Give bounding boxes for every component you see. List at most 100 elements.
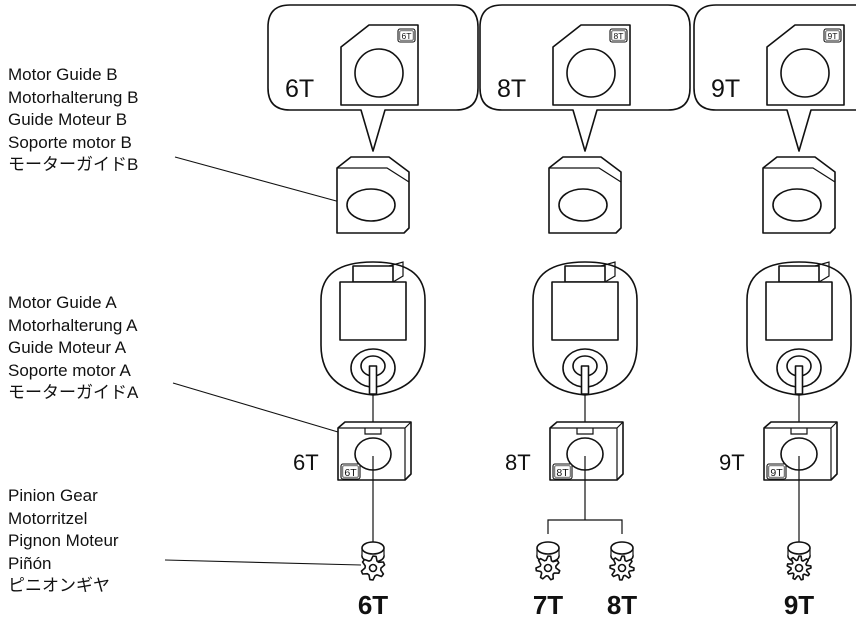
motor-label-plate — [765, 281, 833, 341]
callout-size-text: 8T — [497, 75, 526, 103]
size-tag-b-text: 9T — [828, 31, 838, 41]
size-tag-a-text: 6T — [344, 467, 357, 479]
size-tag-b-text: 8T — [614, 31, 624, 41]
size-tag-a-box — [340, 463, 361, 480]
size-tag-a-text: 9T — [770, 467, 783, 479]
label-line: Guide Moteur B — [8, 110, 128, 129]
guide-b-hole — [558, 188, 608, 222]
guide-b-hole — [772, 188, 822, 222]
motor-guide-a: 6T — [337, 421, 412, 481]
size-tag-a-text: 8T — [556, 467, 569, 479]
size-tag-a-box — [552, 463, 573, 480]
size-tag-b-box — [609, 28, 628, 43]
motor-label-plate — [339, 281, 407, 341]
label-line: Pignon Moteur — [8, 531, 119, 550]
motor-tab-edge — [388, 261, 404, 283]
gear-bore — [368, 563, 378, 573]
guide-b-edge — [763, 167, 836, 183]
motor-shaft — [580, 365, 590, 395]
size-tag-a: 6T — [340, 463, 361, 480]
gear-bracket-line — [547, 456, 623, 534]
gear-size-label: 8T — [607, 590, 637, 620]
pinion-gear-label: Pinion Gear Motorritzel Pignon Moteur Pi… — [8, 485, 119, 598]
size-tag-b-inner-box — [399, 30, 414, 41]
motor-guide-b — [762, 156, 836, 234]
label-line: ピニオンギヤ — [8, 576, 110, 595]
pinion-gear-8T — [609, 541, 635, 581]
guide-a-edge — [338, 421, 412, 480]
guide-b-hole — [346, 188, 396, 222]
size-tag-a-inner-box — [342, 465, 359, 478]
label-line: Motor Guide A — [8, 293, 117, 312]
gear-bore — [794, 563, 804, 573]
gear-boss-top — [361, 541, 385, 555]
guide-b-face-hole — [566, 48, 616, 98]
motor-guide-a: 8T — [549, 421, 624, 481]
guide-a-size-text: 6T — [293, 450, 319, 475]
size-tag-a-inner-box — [554, 465, 571, 478]
label-line: Motorhalterung B — [8, 87, 139, 107]
motor — [746, 261, 852, 422]
label-line: モーターガイドB — [8, 155, 139, 174]
motor-top-tab — [564, 265, 606, 283]
guide-a-edge — [550, 421, 624, 480]
gear-size-label: 9T — [784, 590, 814, 620]
label-line: Motorhalterung A — [8, 315, 138, 335]
motor — [320, 261, 426, 422]
motor-guide-b — [548, 156, 622, 234]
motor — [532, 261, 638, 422]
label-line: Motor Guide B — [8, 65, 118, 84]
motor-guide-a: 9T — [763, 421, 838, 481]
gear-size-label: 6T — [358, 590, 388, 620]
gear-bore — [543, 563, 553, 573]
size-tag-b: 8T — [609, 28, 628, 43]
gear-boss-top — [610, 541, 634, 555]
label-line: Guide Moteur A — [8, 338, 127, 357]
size-tag-b-inner-box — [825, 30, 840, 41]
callout-size-text: 6T — [285, 75, 314, 103]
gear-boss-top — [787, 541, 811, 555]
leader-line-guide-a — [172, 382, 339, 433]
size-tag-b-inner-box — [611, 30, 626, 41]
leader-line-pinion — [164, 559, 362, 566]
gear-size-label: 7T — [533, 590, 563, 620]
gear-bore — [617, 563, 627, 573]
guide-a-size-text: 8T — [505, 450, 531, 475]
size-tag-b-box — [397, 28, 416, 43]
size-tag-a: 8T — [552, 463, 573, 480]
motor-top-tab — [778, 265, 820, 283]
guide-b-edge — [337, 167, 410, 183]
pinion-gear-7T — [535, 541, 561, 581]
leader-lines — [164, 156, 362, 566]
pinion-gear-9T — [786, 541, 812, 581]
label-line: Soporte motor B — [8, 132, 132, 152]
gear-boss-top — [536, 541, 560, 555]
size-tag-a-box — [766, 463, 787, 480]
leader-line-guide-b — [174, 156, 341, 203]
size-tag-b: 6T — [397, 28, 416, 43]
label-line: モーターガイドA — [8, 383, 139, 402]
pinion-gear-6T — [360, 541, 386, 581]
guide-a-size-text: 9T — [719, 450, 745, 475]
label-line: Motorritzel — [8, 508, 88, 528]
column-9T: 9T 9T 9T 9T 9T — [693, 4, 856, 620]
guide-b-edge — [549, 167, 622, 183]
motor-label-plate — [551, 281, 619, 341]
motor-top-tab — [352, 265, 394, 283]
motor-guide-b-label: Motor Guide B Motorhalterung B Guide Mot… — [8, 64, 138, 177]
size-tag-b-text: 6T — [402, 31, 412, 41]
motor-shaft — [794, 365, 804, 395]
guide-b-face-hole — [354, 48, 404, 98]
column-6T: 6T 6T 6T 6T 6T — [267, 4, 479, 620]
motor-guide-a-label: Motor Guide A Motorhalterung A Guide Mot… — [8, 292, 138, 405]
column-8T: 8T 8T 8T 8T 7T 8T — [479, 4, 691, 620]
label-line: Piñón — [8, 553, 52, 573]
guide-b-face-hole — [780, 48, 830, 98]
guide-a-edge — [764, 421, 838, 480]
motor-shaft — [368, 365, 378, 395]
label-line: Pinion Gear — [8, 486, 98, 505]
callout-size-text: 9T — [711, 75, 740, 103]
guide-a-notch — [364, 428, 382, 435]
label-line: Soporte motor A — [8, 360, 131, 380]
